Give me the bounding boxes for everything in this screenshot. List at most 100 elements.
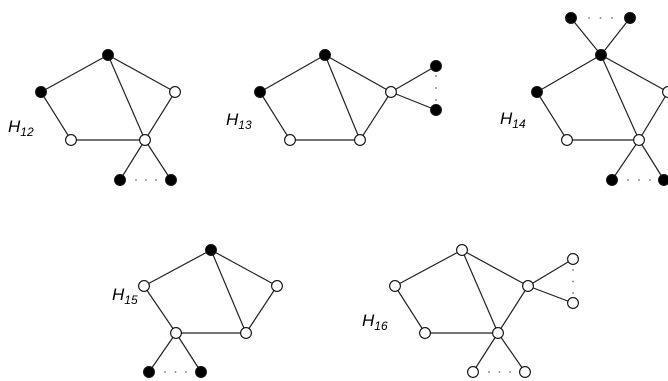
h14-dot [599,17,602,19]
h16-dot [498,371,501,373]
h15-edge-right-bottom-right [245,285,278,334]
h14-edge-hub-pendant-1 [611,139,640,181]
h13-dot [435,87,437,89]
h15-edge-top-right [210,249,278,287]
h16-edge-top-right [461,249,529,287]
graph-h15: H15 [112,244,283,378]
h16-dot [488,371,490,373]
h16-edge-right-hub [497,285,529,334]
graph-h16: H16 [362,244,579,378]
h16-edge-hub-pendant-1 [472,332,499,373]
h13-node-right [385,86,397,98]
h14-dot [627,179,629,181]
h16-edge-right-pendant-right-2 [527,285,574,304]
h16-dot [572,292,574,294]
h14-node-left [531,86,543,98]
h14-edge-top-left [536,54,602,93]
h14-edge-hub-pendant-2 [638,139,665,181]
h14-edge-left-bottom-left [536,91,568,141]
h12-node-top [102,49,114,61]
h14-node-top [595,49,607,61]
h16-node-left [389,280,401,292]
h12-ellipsis-horizontal-0 [135,179,157,181]
graph-h12: H12 [8,49,181,186]
h16-edge-top-left [394,249,463,287]
h15-node-bottom-right [240,327,252,339]
h13-ellipsis-vertical-0 [435,75,437,101]
h15-node-pendant-1 [143,366,155,378]
graph-label-h14: H14 [500,109,526,131]
graph-label-h12: H12 [8,117,34,139]
h16-dot [572,280,574,283]
graph-h14: H14 [500,12,668,186]
h13-edge-right-pendant-1 [390,65,437,93]
h13-edge-right-pendant-2 [390,91,437,111]
h14-edge-top-right [600,54,668,93]
h12-node-hub [139,134,151,146]
h13-node-pendant-1 [430,60,442,72]
h15-node-right [271,280,283,292]
h12-dot [145,179,147,181]
h14-node-top-pendant-1 [565,12,577,24]
h16-edge-right-pendant-right-1 [527,258,574,287]
h13-node-left [254,86,266,98]
h16-node-bottom-left [419,327,431,339]
h15-ellipsis-horizontal-0 [164,371,187,373]
h13-node-pendant-2 [430,104,442,116]
h16-node-pendant-right-2 [567,297,579,309]
h15-dot [164,371,166,373]
h12-node-pendant-1 [114,174,126,186]
h13-node-bottom-left [284,134,296,146]
h12-node-left [35,86,47,98]
h15-edge-hub-pendant-1 [148,332,177,373]
h12-edge-right-hub [144,91,176,141]
h15-node-hub [170,327,182,339]
h12-edge-hub-pendant-1 [119,139,146,181]
h15-node-top [205,244,217,256]
h16-edge-left-bottom-left [394,285,426,334]
h13-edge-left-bottom-left [259,91,291,141]
h16-node-hub [492,327,504,339]
h16-node-pendant-1 [467,366,479,378]
h12-node-right [169,86,181,98]
h12-node-pendant-2 [165,174,177,186]
h13-node-bottom-right [354,134,366,146]
h15-node-pendant-2 [195,366,207,378]
h15-dot [174,371,177,373]
graph-label-h13: H13 [226,110,252,132]
h15-dot [185,371,187,373]
h13-edge-top-right [324,54,392,93]
h14-ellipsis-horizontal-0 [588,17,613,19]
h14-node-right [662,86,668,98]
h15-edge-top-left [143,249,212,287]
h14-node-pendant-1 [606,174,618,186]
h16-ellipsis-vertical-0 [572,269,574,294]
h12-dot [135,179,137,181]
graph-label-h15: H15 [112,285,138,307]
h14-dot [649,179,651,181]
h14-node-bottom-left [561,134,573,146]
h12-dot [155,179,157,181]
h16-dot [509,371,511,373]
h13-dot [435,75,437,77]
h16-node-pendant-2 [519,366,531,378]
graph-h13: H13 [226,49,442,146]
h15-edge-hub-pendant-2 [175,332,202,373]
h16-dot [572,269,574,271]
h13-edge-top-bottom-right [324,54,361,141]
h12-edge-top-right [107,54,176,93]
h13-edge-right-bottom-right [359,91,392,141]
h14-node-hub [633,134,645,146]
h16-edge-hub-pendant-2 [497,332,526,373]
graph-label-h16: H16 [362,311,388,333]
h14-dot [588,17,590,19]
h13-dot [435,99,437,101]
h16-node-top [456,244,468,256]
h14-dot [611,17,613,19]
h16-ellipsis-horizontal-1 [488,371,511,373]
h14-dot [638,179,640,181]
h14-edge-right-hub [638,91,668,141]
h16-edge-top-hub [461,249,499,334]
h14-edge-top-top-pendant-1 [570,17,602,56]
